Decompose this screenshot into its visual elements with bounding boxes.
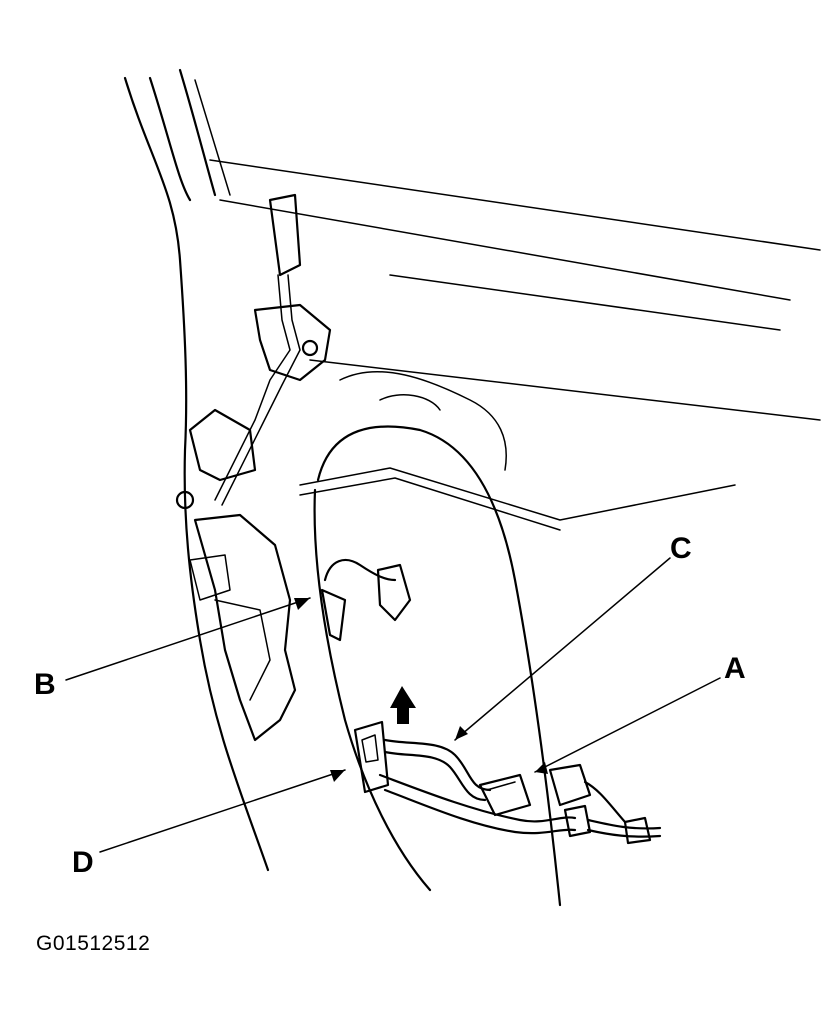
upper-connector [214, 193, 332, 506]
up-arrow-icon [390, 686, 416, 724]
a-pillar [123, 68, 270, 872]
callout-d: D [72, 846, 94, 879]
connector-b [320, 558, 412, 642]
clip-d [353, 720, 390, 794]
harness-lower [378, 773, 662, 845]
connector-a [548, 763, 627, 824]
callout-a: A [724, 652, 746, 685]
bracket-assembly [175, 408, 297, 742]
callout-b: B [34, 668, 56, 701]
dashboard-lines [209, 159, 821, 531]
harness-c [383, 738, 532, 817]
figure-code: G01512512 [36, 932, 151, 955]
callout-leaders [65, 557, 721, 853]
wire-loop [313, 371, 562, 907]
callout-c: C [670, 532, 692, 565]
